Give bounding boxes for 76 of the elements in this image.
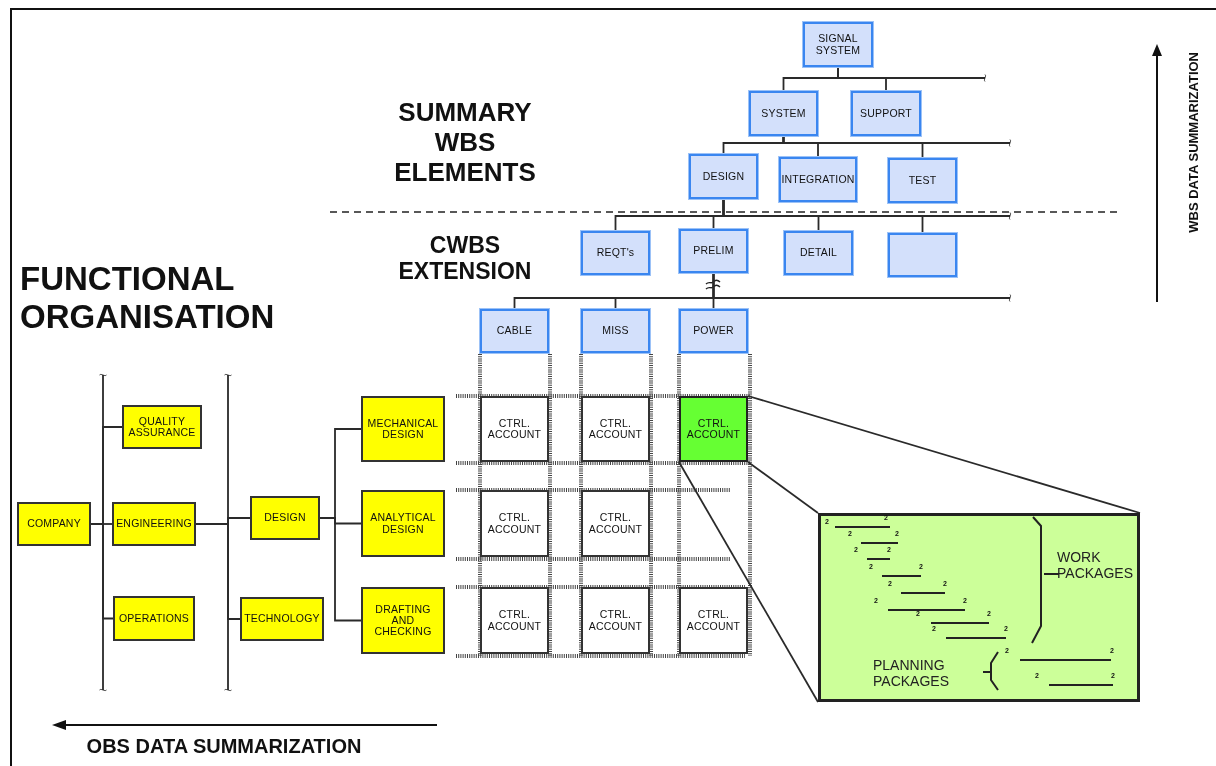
wbs-element-box [851, 91, 921, 136]
wbs-element-box [803, 22, 873, 67]
wbs-element-box [749, 91, 818, 136]
wbs-element-box [480, 309, 549, 353]
control-account-box [480, 396, 549, 462]
box-label: CTRL. ACCOUNT [486, 609, 543, 632]
connector-line [712, 272, 1011, 302]
box-label: ANALYTICAL DESIGN [369, 512, 437, 535]
wbs-element-box [779, 157, 857, 202]
connector-line [782, 135, 1011, 147]
control-account-box [480, 587, 549, 654]
section-heading: CWBS EXTENSION [397, 232, 533, 285]
organisation-box [122, 405, 202, 449]
control-account-box [679, 396, 748, 462]
connector-line [90, 523, 107, 691]
box-label: QUALITY ASSURANCE [127, 416, 197, 438]
organisation-box [240, 597, 324, 641]
box-label: CTRL. ACCOUNT [685, 418, 742, 440]
connector-line [319, 517, 362, 622]
section-heading: SUMMARY WBS ELEMENTS [393, 98, 537, 188]
axis-title: WBS DATA SUMMARIZATION [1186, 52, 1201, 233]
section-heading: FUNCTIONAL ORGANISATION [20, 260, 276, 336]
box-label: CTRL. ACCOUNT [587, 609, 644, 632]
organisation-box [361, 490, 445, 557]
box-label: CABLE [496, 325, 533, 337]
organisation-box [113, 596, 195, 641]
connector-line [678, 461, 819, 703]
box-label: TEST [908, 175, 937, 186]
box-label: PRELIM [693, 245, 734, 257]
wbs-element-box [784, 231, 853, 275]
connector-line [747, 395, 1141, 514]
box-label: DETAIL [799, 247, 838, 259]
box-label: CTRL. ACCOUNT [685, 609, 742, 632]
box-label: DRAFTING AND CHECKING [373, 603, 433, 637]
control-account-box [480, 490, 549, 557]
wbs-element-box [689, 154, 758, 199]
organisation-box [17, 502, 91, 546]
wbs-element-box [679, 309, 748, 353]
package-label: PLANNING PACKAGES [873, 658, 950, 690]
organisation-box [112, 502, 196, 546]
box-label: MECHANICAL DESIGN [366, 418, 440, 440]
control-account-box [581, 587, 650, 654]
organisation-box [250, 496, 320, 540]
wbs-element-box [581, 309, 650, 353]
package-label: WORK PACKAGES [1057, 550, 1134, 582]
control-account-box [581, 396, 650, 462]
control-account-box [679, 587, 748, 654]
box-label: COMPANY [27, 518, 81, 530]
connector-line [195, 523, 232, 691]
box-label: SYSTEM [761, 108, 806, 119]
box-label: CTRL. ACCOUNT [486, 418, 543, 440]
box-label: SIGNAL SYSTEM [814, 33, 862, 56]
box-label: CTRL. ACCOUNT [486, 512, 543, 535]
box-label: REQT's [596, 247, 635, 259]
box-label: DESIGN [264, 512, 306, 524]
box-label: DESIGN [702, 171, 745, 182]
work-package-panel [818, 513, 1140, 702]
control-account-box [581, 490, 650, 557]
box-label: INTEGRATION [781, 174, 855, 185]
organisation-box [361, 396, 445, 462]
connector-line [747, 461, 819, 514]
box-label: SUPPORT [860, 108, 912, 119]
box-label: TECHNOLOGY [244, 613, 320, 625]
box-label: OPERATIONS [118, 613, 190, 624]
connector-line [722, 198, 1011, 220]
section-heading: OBS DATA SUMMARIZATION [85, 735, 363, 758]
box-label: ENGINEERING [116, 518, 192, 530]
box-label: POWER [693, 325, 734, 337]
wbs-element-box [888, 158, 957, 203]
wbs-element-box [581, 231, 650, 275]
box-label: MISS [602, 325, 629, 337]
wbs-element-box [679, 229, 748, 273]
wbs-element-box [888, 233, 957, 277]
organisation-box [361, 587, 445, 654]
box-label: CTRL. ACCOUNT [587, 418, 644, 440]
box-label: CTRL. ACCOUNT [587, 512, 644, 535]
